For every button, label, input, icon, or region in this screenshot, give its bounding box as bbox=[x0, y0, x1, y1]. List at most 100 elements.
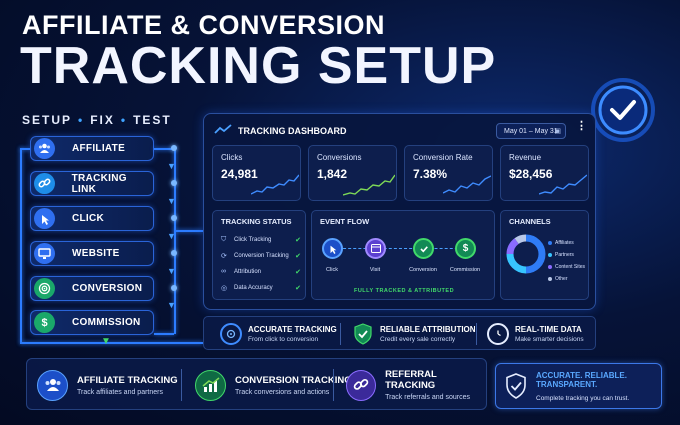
divider bbox=[340, 323, 341, 345]
funnel-step-label: COMMISSION bbox=[72, 317, 141, 328]
divider bbox=[333, 369, 334, 401]
down-arrow-icon: ▼ bbox=[167, 231, 176, 241]
feature-real-time-data: REAL-TIME DATA Make smarter decisions bbox=[487, 317, 584, 351]
check-icon: ✔ bbox=[295, 253, 301, 260]
divider bbox=[476, 323, 477, 345]
feature-sub: Make smarter decisions bbox=[515, 336, 584, 343]
flow-step-label: Visit bbox=[369, 267, 381, 273]
sparkline bbox=[443, 175, 491, 194]
chart-growth-icon bbox=[195, 369, 226, 401]
connector-node bbox=[171, 285, 177, 291]
status-row: ∞Attribution✔ bbox=[221, 268, 301, 276]
panel-title: CHANNELS bbox=[509, 217, 551, 226]
dollar-icon: $ bbox=[34, 312, 55, 333]
down-arrow-icon: ▼ bbox=[101, 336, 111, 347]
target-icon: ◎ bbox=[221, 285, 228, 292]
donut-slice-other bbox=[514, 234, 527, 245]
users-icon bbox=[34, 138, 55, 159]
legend-item: Affiliates bbox=[548, 237, 590, 249]
flow-connector bbox=[338, 248, 468, 249]
connector bbox=[20, 148, 30, 150]
target-icon bbox=[34, 278, 55, 299]
down-arrow-icon: ▼ bbox=[167, 196, 176, 206]
connector bbox=[154, 148, 174, 150]
subtitle-tags: SETUP•FIX•TEST bbox=[22, 113, 172, 127]
check-circle-icon bbox=[413, 238, 434, 259]
legend-swatch bbox=[548, 253, 552, 257]
down-arrow-icon: ▼ bbox=[167, 300, 176, 310]
legend-swatch bbox=[548, 265, 552, 269]
connector bbox=[174, 230, 203, 232]
funnel-step-label: WEBSITE bbox=[72, 248, 120, 259]
kpi-value: 1,842 bbox=[317, 167, 348, 181]
panel-title: TRACKING STATUS bbox=[221, 217, 292, 226]
panel-title: EVENT FLOW bbox=[320, 217, 370, 226]
funnel-step-conversion: CONVERSION bbox=[30, 276, 154, 301]
kpi-label: Conversions bbox=[317, 153, 362, 162]
dollar-icon: $ bbox=[455, 238, 476, 259]
kpi-revenue: Revenue $28,456 bbox=[500, 145, 589, 201]
dashboard-title: TRACKING DASHBOARD bbox=[238, 126, 347, 136]
browser-window-icon bbox=[365, 238, 386, 259]
event-flow-panel: EVENT FLOW $ Click Visit Conversion Comm… bbox=[311, 210, 495, 300]
status-row: ◎Data Accuracy✔ bbox=[221, 285, 301, 292]
kpi-conversion-rate: Conversion Rate 7.38% bbox=[404, 145, 493, 201]
funnel-step-label: CLICK bbox=[72, 213, 105, 224]
trust-box: ACCURATE. RELIABLE. TRANSPARENT. Complet… bbox=[495, 363, 662, 409]
monitor-icon bbox=[34, 243, 55, 264]
clock-icon bbox=[487, 323, 509, 345]
bottom-sub: Track referrals and sources bbox=[385, 394, 470, 401]
trend-chart-icon bbox=[214, 124, 232, 134]
legend-item: Content Sites bbox=[548, 261, 590, 273]
channels-legend: Affiliates Partners Content Sites Other bbox=[548, 237, 590, 285]
shield-check-icon bbox=[506, 373, 526, 399]
calendar-icon: ▣ bbox=[554, 128, 561, 135]
bottom-referral-tracking: REFERRAL TRACKING Track referrals and sou… bbox=[346, 359, 486, 411]
connector-node bbox=[171, 215, 177, 221]
tracking-dashboard: TRACKING DASHBOARD May 01 – May 31 ▣ ⋮ C… bbox=[203, 113, 596, 310]
kpi-conversions: Conversions 1,842 bbox=[308, 145, 397, 201]
feature-title: REAL-TIME DATA bbox=[515, 325, 582, 334]
flow-step-label: Commission bbox=[449, 267, 481, 273]
funnel-step-label: AFFILIATE bbox=[72, 143, 126, 154]
link-icon bbox=[34, 173, 55, 194]
tracking-status-panel: TRACKING STATUS ⛉Click Tracking✔ ⟳Conver… bbox=[212, 210, 306, 300]
date-range-picker[interactable]: May 01 – May 31 ▣ bbox=[496, 123, 566, 139]
shield-icon: ⛉ bbox=[221, 236, 227, 243]
divider bbox=[181, 369, 182, 401]
connector bbox=[20, 342, 203, 344]
connector bbox=[20, 148, 22, 343]
date-range-text: May 01 – May 31 bbox=[504, 127, 558, 135]
funnel-step-tracking-link: TRACKING LINK bbox=[30, 171, 154, 196]
funnel-step-label: CONVERSION bbox=[72, 283, 143, 294]
kpi-label: Clicks bbox=[221, 153, 243, 162]
kpi-value: 7.38% bbox=[413, 167, 448, 181]
check-icon: ✔ bbox=[295, 268, 301, 276]
bottom-title: CONVERSION TRACKING bbox=[235, 374, 352, 386]
users-icon bbox=[37, 369, 68, 401]
funnel-step-website: WEBSITE bbox=[30, 241, 154, 266]
more-options-icon[interactable]: ⋮ bbox=[576, 120, 587, 132]
funnel-step-label: TRACKING LINK bbox=[71, 172, 127, 195]
link-icon: ∞ bbox=[221, 268, 226, 275]
funnel-step-affiliate: AFFILIATE bbox=[30, 136, 154, 161]
feature-sub: From click to conversion bbox=[248, 336, 319, 343]
tag-test: TEST bbox=[133, 113, 172, 127]
kpi-label: Revenue bbox=[509, 153, 542, 162]
flow-footer: FULLY TRACKED & ATTRIBUTED bbox=[353, 288, 455, 294]
feature-title: RELIABLE ATTRIBUTION bbox=[380, 325, 476, 334]
bottom-title: REFERRAL TRACKING bbox=[385, 369, 437, 391]
connector-node bbox=[171, 180, 177, 186]
check-icon: ✔ bbox=[295, 237, 301, 244]
connector-node bbox=[171, 250, 177, 256]
sparkline bbox=[251, 174, 299, 195]
bottom-sub: Track affiliates and partners bbox=[77, 388, 163, 396]
down-arrow-icon: ▼ bbox=[167, 161, 176, 171]
trust-title: ACCURATE. RELIABLE. TRANSPARENT. bbox=[536, 371, 627, 390]
funnel-step-click: CLICK bbox=[30, 206, 154, 231]
kpi-clicks: Clicks 24,981 bbox=[212, 145, 301, 201]
